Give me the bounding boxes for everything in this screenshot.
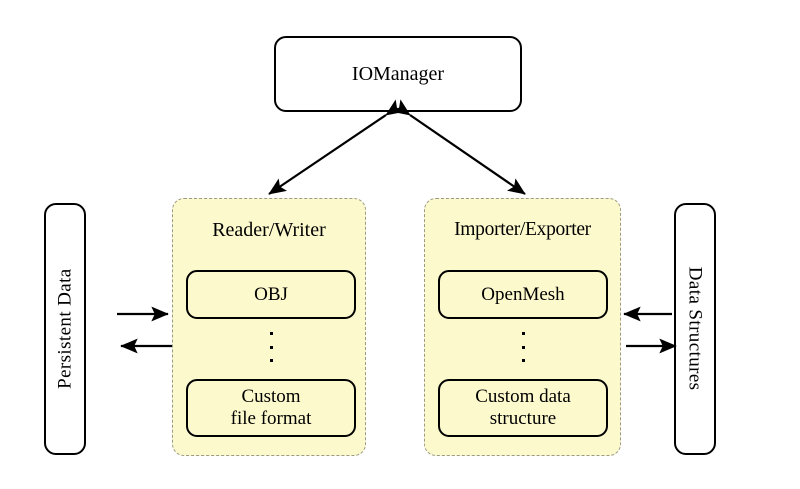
ellipsis-dot xyxy=(521,345,525,349)
node-persistent-data[interactable]: Persistent Data xyxy=(44,203,86,455)
ellipsis-dot xyxy=(521,332,525,335)
node-persistent-data-label: Persistent Data xyxy=(54,268,76,390)
group-reader-writer-title: Reader/Writer xyxy=(212,219,326,241)
node-custom-file-format-label: Custom file format xyxy=(231,386,312,430)
node-iomanager-label: IOManager xyxy=(351,62,445,85)
connector-iomanager-reader-writer xyxy=(268,99,405,195)
node-iomanager[interactable]: IOManager xyxy=(274,36,522,112)
ellipsis-dot xyxy=(269,345,273,349)
node-custom-data-structure-label: Custom data structure xyxy=(475,386,571,430)
group-importer-exporter[interactable]: Importer/Exporter OpenMesh Custom data s… xyxy=(424,198,621,456)
node-openmesh-label: OpenMesh xyxy=(481,283,565,305)
node-data-structures[interactable]: Data Structures xyxy=(674,203,716,455)
node-custom-file-format-line2: file format xyxy=(230,408,312,429)
ellipsis-reader-writer xyxy=(264,332,278,362)
ellipsis-dot xyxy=(269,332,273,335)
node-custom-file-format[interactable]: Custom file format xyxy=(186,379,356,437)
ellipsis-importer-exporter xyxy=(516,332,530,362)
node-custom-data-structure-line1: Custom data xyxy=(475,386,571,408)
ellipsis-dot xyxy=(269,359,273,362)
connector-iomanager-importer-exporter xyxy=(391,99,526,195)
node-obj-label: OBJ xyxy=(254,283,288,305)
group-reader-writer[interactable]: Reader/Writer OBJ Custom file format xyxy=(172,198,366,456)
node-data-structures-label: Data Structures xyxy=(684,267,706,391)
node-custom-file-format-line1: Custom xyxy=(241,386,301,408)
group-importer-exporter-title: Importer/Exporter xyxy=(454,219,591,240)
ellipsis-dot xyxy=(521,359,525,362)
node-custom-data-structure-line2: structure xyxy=(489,408,557,429)
node-openmesh[interactable]: OpenMesh xyxy=(438,270,608,319)
node-custom-data-structure[interactable]: Custom data structure xyxy=(438,379,608,437)
node-obj[interactable]: OBJ xyxy=(186,270,356,319)
